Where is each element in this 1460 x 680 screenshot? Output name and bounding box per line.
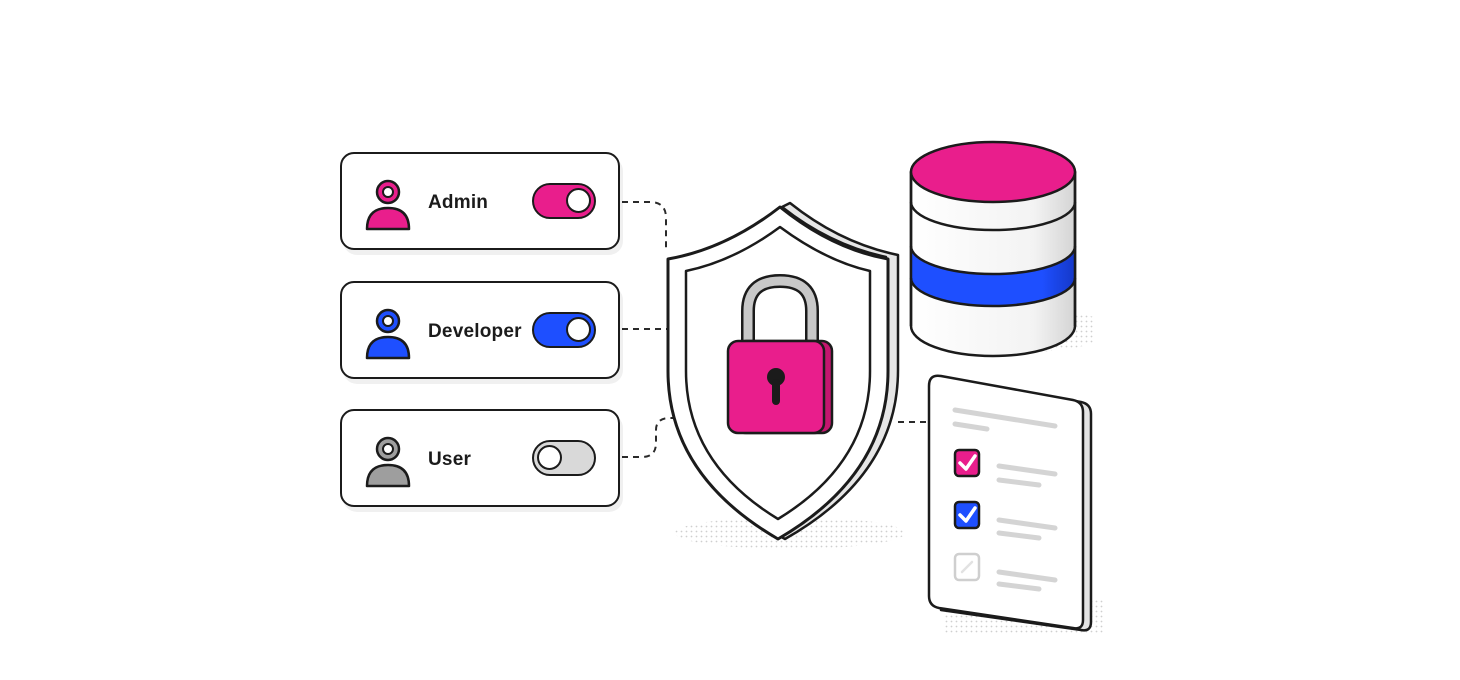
checklist-item-line [996,581,1042,592]
database-icon [895,130,1095,370]
database-edges [909,172,1077,326]
user-icon [365,436,411,488]
checklist-item-line [996,569,1058,583]
admin-toggle-knob [566,188,591,213]
check-icon [958,506,977,523]
database-top [909,140,1077,204]
keyhole-circle [767,368,785,386]
checklist-item-line [996,463,1058,477]
user-icon [365,308,411,360]
checklist-page [927,374,1085,630]
database-line-3 [909,277,1077,308]
checklist-header-line-2 [952,421,990,432]
user-icon-body [365,463,411,488]
shield-icon [650,195,920,555]
checklist-item-line [996,517,1058,531]
user-icon-head-inner [382,315,394,327]
database-line-1 [909,201,1077,232]
user-icon-head-inner [382,443,394,455]
user-toggle[interactable] [532,440,596,476]
database-svg [909,140,1095,358]
admin-toggle[interactable] [532,183,596,219]
shield-svg [666,201,905,549]
user-icon-body [365,206,411,231]
checklist-svg [927,374,1105,634]
shield-inner [684,225,872,521]
role-label-developer: Developer [428,321,522,342]
check-icon-faded [960,560,974,574]
user-icon-head-inner [382,186,394,198]
role-card-user: User [340,409,620,507]
role-card-developer: Developer [340,281,620,379]
checklist-item-line [996,530,1042,541]
user-icon-body [365,335,411,360]
database-line-2 [909,245,1077,276]
role-label-user: User [428,449,472,470]
user-toggle-knob [537,445,562,470]
database-band-blue [911,246,1075,306]
padlock-shackle-fill [743,276,817,350]
user-icon [365,179,411,231]
role-label-admin: Admin [428,192,489,213]
role-card-admin: Admin [340,152,620,250]
check-icon [958,454,977,471]
keyhole-slot [772,379,780,405]
developer-toggle[interactable] [532,312,596,348]
checklist-header-line-1 [952,407,1058,429]
checklist-item-line [996,477,1042,488]
database-body [909,170,1077,358]
developer-toggle-knob [566,317,591,342]
checklist-icon [915,370,1110,645]
